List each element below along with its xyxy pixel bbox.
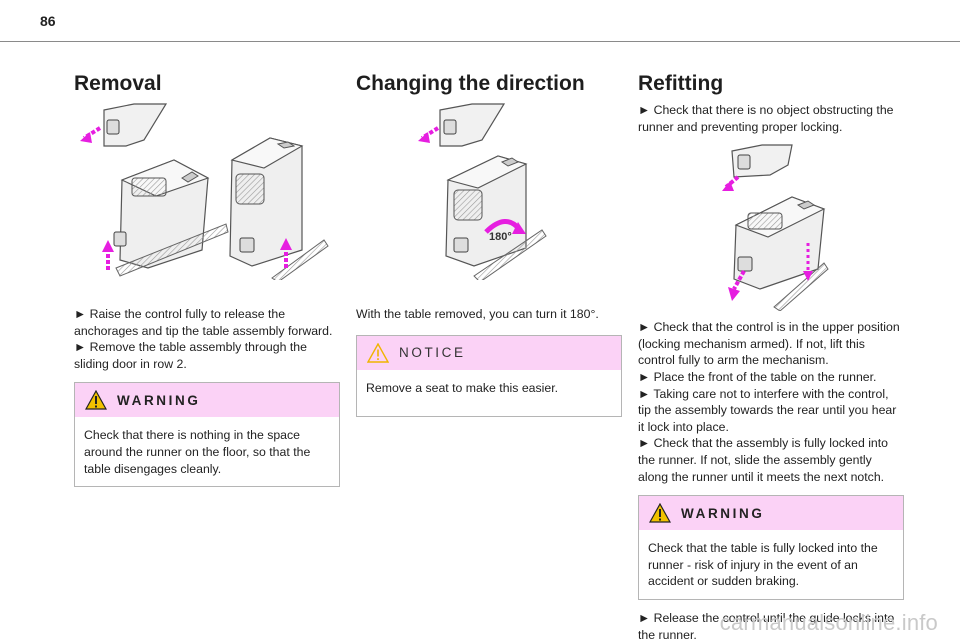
removal-illustration (74, 100, 340, 280)
refitting-warning-title: WARNING (681, 505, 765, 521)
notice-header: NOTICE (357, 335, 621, 370)
refitting-step-4: ► Check that the assembly is fully locke… (638, 436, 889, 484)
changing-direction-text: With the table removed, you can turn it … (356, 307, 599, 321)
removal-warning-box: WARNING Check that there is nothing in t… (74, 382, 340, 488)
refitting-illustration (638, 139, 904, 312)
removal-warning-text: Check that there is nothing in the space… (84, 428, 311, 476)
notice-box: NOTICE Remove a seat to make this easier… (356, 334, 622, 418)
removal-warning-header: WARNING (75, 383, 339, 418)
section-refitting: Refitting ► Check that there is no objec… (638, 72, 904, 640)
section-removal: Removal (74, 72, 340, 488)
notice-title: NOTICE (399, 345, 466, 361)
removal-warning-title: WARNING (117, 392, 201, 408)
refitting-final-step: ► Release the control until the guide lo… (638, 610, 895, 640)
notice-text: Remove a seat to make this easier. (366, 380, 559, 395)
refitting-steps: ► Check that the control is in the upper… (638, 319, 904, 485)
removal-step-1: ► Raise the control fully to release the… (74, 307, 333, 338)
removal-step-2: ► Remove the table assembly through the … (74, 340, 307, 371)
changing-direction-figure-label: 180° (489, 231, 512, 243)
refitting-warning-header: WARNING (639, 496, 903, 531)
section-changing-direction: Changing the direction 180° With the tab… (356, 72, 622, 418)
warning-triangle-icon (649, 503, 671, 523)
header-rule (0, 41, 960, 42)
warning-triangle-icon (85, 390, 107, 410)
refitting-step-1: ► Check that the control is in the upper… (638, 320, 900, 368)
refitting-step-3: ► Taking care not to interfere with the … (638, 386, 897, 434)
refitting-step-2: ► Place the front of the table on the ru… (638, 369, 877, 384)
refitting-warning-box: WARNING Check that the table is fully lo… (638, 495, 904, 600)
watermark: carmanualsonline.info (719, 610, 938, 635)
changing-direction-illustration: 180° (356, 100, 622, 280)
changing-direction-title: Changing the direction (356, 72, 585, 95)
refitting-warning-text: Check that the table is fully locked int… (648, 541, 878, 589)
refitting-title: Refitting (638, 72, 724, 95)
removal-steps: ► Raise the control fully to release the… (74, 306, 340, 372)
page-number: 86 (40, 13, 56, 29)
notice-triangle-icon (367, 342, 389, 363)
refitting-intro: ► Check that there is no object obstruct… (638, 103, 894, 134)
removal-title: Removal (74, 72, 162, 95)
